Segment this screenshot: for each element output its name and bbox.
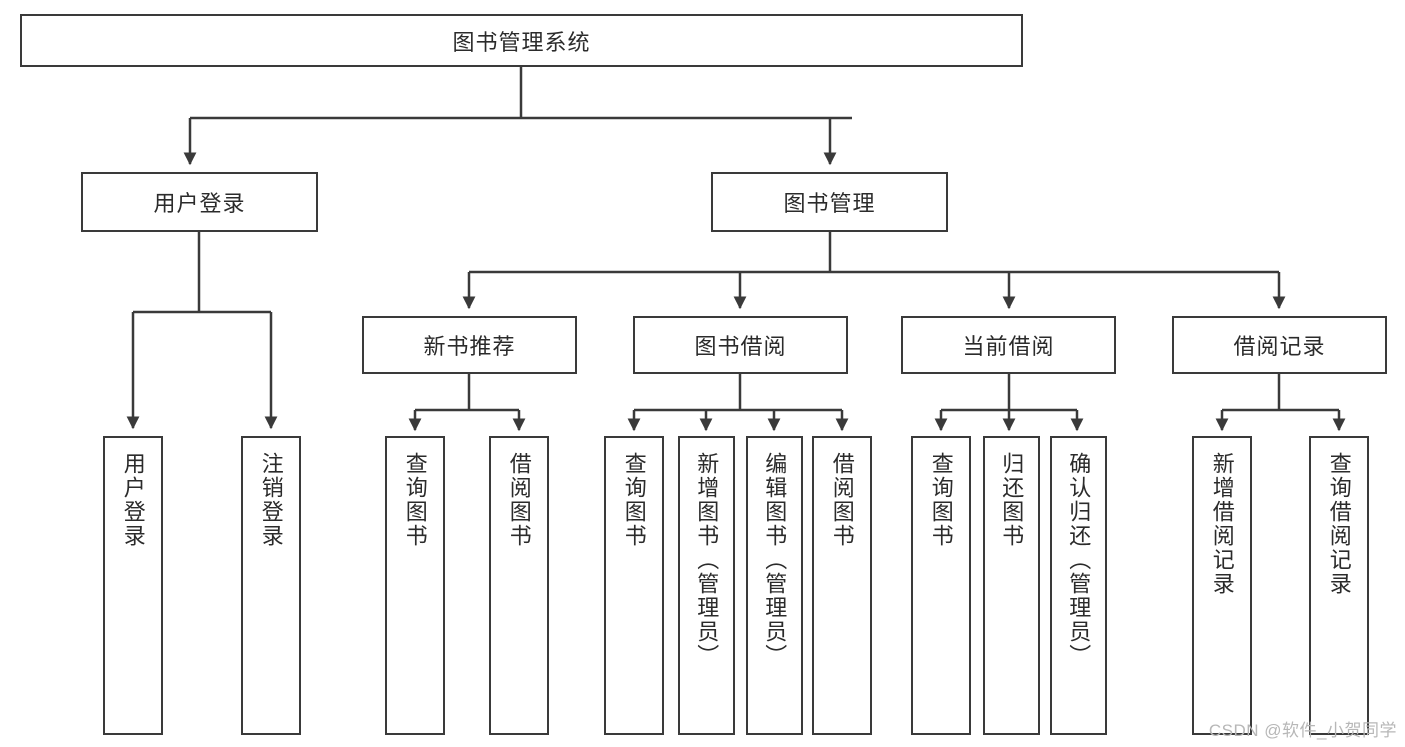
node-leaf-user-logout[interactable]: 注销登录 bbox=[241, 436, 301, 735]
node-root-book-management-system[interactable]: 图书管理系统 bbox=[20, 14, 1023, 67]
node-leaf-borrow-book-borrow[interactable]: 借阅图书 bbox=[812, 436, 872, 735]
node-new-book-recommend[interactable]: 新书推荐 bbox=[362, 316, 577, 374]
node-label: 查询图书 bbox=[402, 452, 428, 548]
node-current-borrow[interactable]: 当前借阅 bbox=[901, 316, 1116, 374]
watermark: CSDN @软件_小贺同学 bbox=[1208, 721, 1397, 740]
node-label: 查询图书 bbox=[621, 452, 647, 548]
node-label: 注销登录 bbox=[258, 452, 284, 548]
node-label: 图书借阅 bbox=[694, 334, 787, 359]
node-leaf-query-book-current[interactable]: 查询图书 bbox=[911, 436, 971, 735]
node-leaf-return-book[interactable]: 归还图书 bbox=[983, 436, 1040, 735]
node-label: 借阅图书 bbox=[506, 452, 532, 548]
node-leaf-edit-book-admin[interactable]: 编辑图书（管理员） bbox=[746, 436, 803, 735]
node-label: 新增图书（管理员） bbox=[694, 452, 720, 668]
node-label: 用户登录 bbox=[153, 191, 246, 216]
node-label: 查询图书 bbox=[928, 452, 954, 548]
node-label: 确认归还（管理员） bbox=[1066, 452, 1092, 668]
node-label: 借阅记录 bbox=[1233, 334, 1326, 359]
node-leaf-borrow-book-recommend[interactable]: 借阅图书 bbox=[489, 436, 549, 735]
node-user-login[interactable]: 用户登录 bbox=[81, 172, 318, 232]
node-leaf-query-book-borrow[interactable]: 查询图书 bbox=[604, 436, 664, 735]
node-leaf-confirm-return-admin[interactable]: 确认归还（管理员） bbox=[1050, 436, 1107, 735]
node-borrow-record[interactable]: 借阅记录 bbox=[1172, 316, 1387, 374]
node-label: 用户登录 bbox=[120, 452, 146, 548]
node-leaf-query-borrow-record[interactable]: 查询借阅记录 bbox=[1309, 436, 1369, 735]
node-label: 归还图书 bbox=[999, 452, 1025, 548]
node-book-borrow[interactable]: 图书借阅 bbox=[633, 316, 848, 374]
node-leaf-query-book-recommend[interactable]: 查询图书 bbox=[385, 436, 445, 735]
node-leaf-user-login[interactable]: 用户登录 bbox=[103, 436, 163, 735]
node-label: 编辑图书（管理员） bbox=[762, 452, 788, 668]
node-label: 新书推荐 bbox=[423, 334, 516, 359]
node-label: 当前借阅 bbox=[962, 334, 1055, 359]
node-book-management[interactable]: 图书管理 bbox=[711, 172, 948, 232]
node-label: 图书管理 bbox=[783, 191, 876, 216]
node-label: 借阅图书 bbox=[829, 452, 855, 548]
node-leaf-add-borrow-record[interactable]: 新增借阅记录 bbox=[1192, 436, 1252, 735]
node-label: 图书管理系统 bbox=[452, 29, 591, 55]
node-leaf-add-book-admin[interactable]: 新增图书（管理员） bbox=[678, 436, 735, 735]
node-label: 新增借阅记录 bbox=[1209, 452, 1235, 596]
node-label: 查询借阅记录 bbox=[1326, 452, 1352, 596]
